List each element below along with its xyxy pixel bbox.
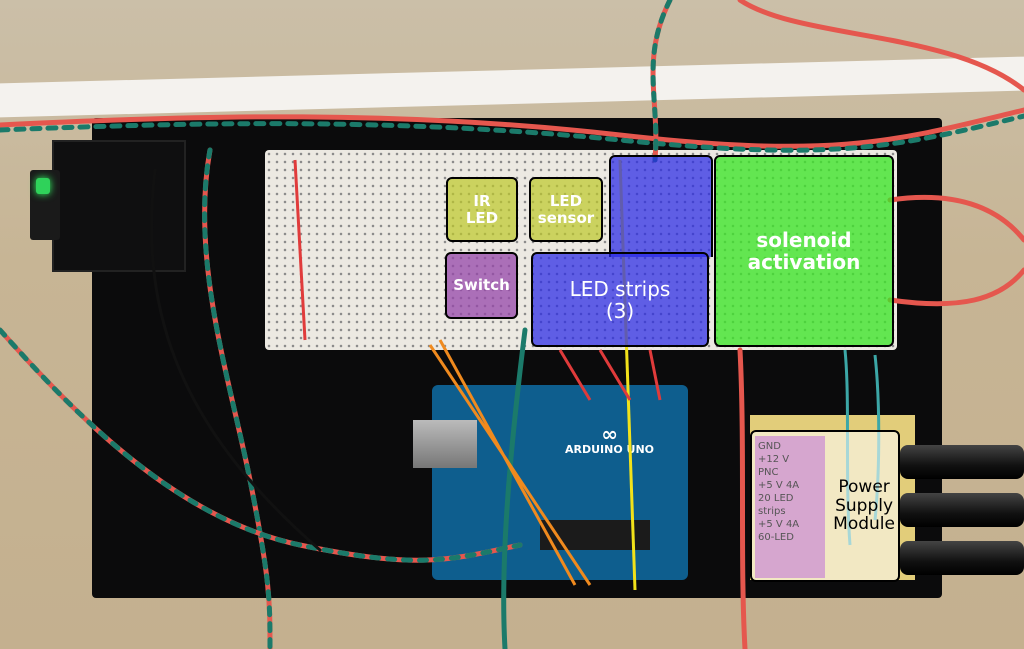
infinity-icon: ∞ [601, 422, 618, 446]
wire-red-jumper [293, 159, 307, 341]
wire-green [0, 113, 1024, 153]
wire-red [202, 147, 273, 649]
switch-label: Switch [445, 252, 518, 319]
led-strips-label: LED strips (3) [531, 252, 709, 347]
wire-red [737, 347, 748, 649]
switch-text: Switch [453, 276, 510, 295]
wire-red [0, 107, 1024, 149]
wire-orange [428, 339, 592, 586]
wire-red [737, 0, 1024, 93]
wire-green [650, 0, 673, 163]
led-strips-text: LED strips (3) [569, 276, 671, 323]
power-jacks [900, 445, 1024, 585]
wire-red-jumper [558, 349, 662, 401]
wire-green [501, 327, 528, 649]
arduino-logo: ∞ ARDUINO UNO [565, 422, 655, 456]
ir-led-text: IR LED [465, 192, 499, 227]
power-jack [900, 493, 1024, 527]
led-strips-overlay-top [609, 155, 713, 257]
led-sensor-text: LED sensor [537, 192, 595, 227]
arduino-model: UNO [626, 443, 655, 456]
wire-green [0, 327, 523, 563]
led-sensor-label: LED sensor [529, 177, 603, 242]
wire-green [202, 147, 273, 649]
ir-led-label: IR LED [446, 177, 518, 242]
power-jack [900, 541, 1024, 575]
arduino-brand: ARDUINO [565, 443, 623, 456]
solenoid-text: solenoid activation [747, 228, 861, 274]
power-supply-text: Power Supply Module [833, 476, 895, 535]
solenoid-activation-label: solenoid activation [714, 155, 894, 347]
wire-red [887, 194, 1024, 307]
green-indicator-light [36, 178, 50, 194]
power-jack [900, 445, 1024, 479]
handwritten-note: GND +12 V PNC +5 V 4A 20 LED strips +5 V… [755, 436, 825, 578]
usb-port [413, 420, 477, 468]
wire-black [150, 168, 322, 552]
